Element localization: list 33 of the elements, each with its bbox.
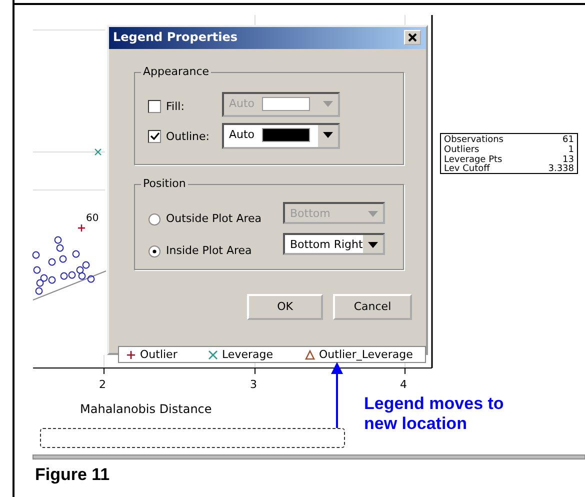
node-label: Outlier_Leverage — [319, 348, 413, 361]
stat-name: Outliers — [444, 144, 480, 155]
group-title: Appearance — [141, 65, 212, 78]
stat-value: 3.338 — [548, 164, 574, 174]
stat-name: Lev Cutoff — [444, 164, 490, 174]
stat-value: 13 — [562, 154, 574, 165]
node-label: Outlier — [140, 348, 178, 361]
stat-name: Observations — [444, 135, 504, 145]
radio-label: Inside Plot Area — [166, 244, 252, 257]
figure-caption: Figure 11 — [35, 465, 110, 485]
axis-title: Mahalanobis Distance — [80, 402, 212, 416]
arrow — [331, 362, 343, 428]
node-label: Leverage — [222, 348, 273, 361]
push-button: Cancel — [333, 294, 412, 320]
dropdown-field: Bottom — [283, 202, 385, 224]
point-label: 60 — [86, 213, 99, 224]
dropdown-field: Auto — [222, 123, 340, 149]
group-title: Position — [141, 177, 188, 190]
stat-name: Leverage Pts — [444, 154, 502, 165]
checkbox-label: Fill: — [166, 100, 184, 113]
stat-value: 1 — [568, 144, 574, 155]
dropdown-field: Auto — [222, 92, 340, 117]
dropdown-field: Bottom Right — [283, 233, 385, 255]
placeholder-box — [40, 428, 345, 448]
push-button: OK — [247, 294, 323, 320]
checkbox-label: Outline: — [166, 130, 210, 143]
tick-label: 3 — [250, 378, 257, 391]
tick-label: 4 — [400, 378, 407, 391]
tick-label: 2 — [99, 378, 106, 391]
dialog-title: Legend Properties — [113, 30, 238, 44]
radio-label: Outside Plot Area — [166, 212, 262, 225]
stat-value: 61 — [562, 135, 574, 145]
legend-box — [118, 346, 426, 363]
